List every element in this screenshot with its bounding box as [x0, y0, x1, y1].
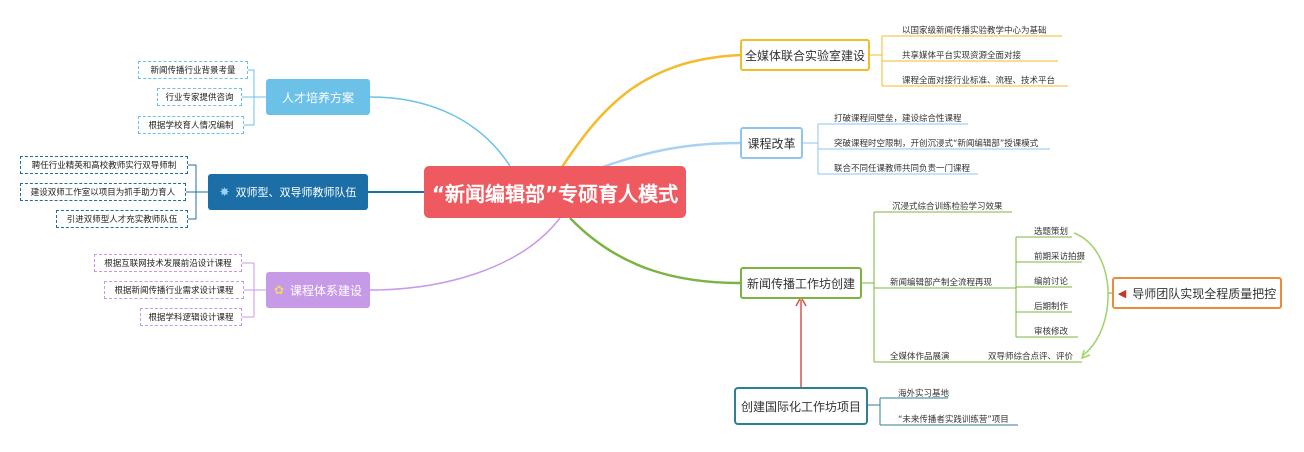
leaf-reform-3[interactable]: 联合不同任课教师共同负责一门课程: [834, 164, 971, 174]
leaf-reform-1[interactable]: 打破课程间壁垒，建设综合性课程: [834, 114, 962, 124]
branch-line-curriculum: [369, 217, 561, 291]
leaf-talent-3[interactable]: 根据学校育人情况编制: [138, 116, 244, 134]
leaf-workshop-3[interactable]: 全媒体作品展演: [890, 352, 950, 362]
leaf-curriculum-3[interactable]: 根据学科逻辑设计课程: [140, 308, 242, 326]
workflow-step-4[interactable]: 后期制作: [1034, 302, 1069, 312]
leaf-lab-3[interactable]: 课程全面对接行业标准、流程、技术平台: [902, 76, 1056, 86]
workflow-step-2[interactable]: 前期采访拍摄: [1034, 252, 1086, 262]
leaf-workshop-2[interactable]: 新闻编辑部产制全流程再现: [890, 278, 993, 288]
topic-course-reform[interactable]: 课程改革: [740, 127, 803, 159]
branch-line-talent-plan: [369, 96, 511, 167]
leaf-dual-2[interactable]: 建设双师工作室以项目为抓手助力育人: [20, 183, 186, 201]
topic-talent-plan[interactable]: 人才培养方案: [266, 79, 370, 115]
leaf-review[interactable]: 双导师综合点评、评价: [988, 352, 1074, 362]
leaf-talent-2[interactable]: 行业专家提供咨询: [157, 88, 242, 106]
topic-international-workshop[interactable]: 创建国际化工作坊项目: [734, 387, 868, 425]
sparkle-icon: ✸: [219, 185, 230, 199]
leaf-intl-1[interactable]: 海外实习基地: [898, 389, 950, 399]
leaf-dual-1[interactable]: 聘任行业精英和高校教师实行双导师制: [20, 156, 188, 174]
workflow-step-1[interactable]: 选题策划: [1034, 227, 1069, 237]
arrow-left-icon: ◀: [1117, 286, 1127, 300]
summary-bracket: [1073, 232, 1109, 357]
branch-line-course-reform: [599, 141, 741, 170]
leaf-talent-1[interactable]: 新闻传播行业背景考量: [138, 61, 248, 79]
leaf-curriculum-1[interactable]: 根据互联网技术发展前沿设计课程: [94, 254, 242, 272]
leaf-intl-2[interactable]: “未来传播者实践训练营”项目: [898, 415, 1009, 425]
leaf-workshop-1[interactable]: 沉浸式综合训练检验学习效果: [892, 202, 1003, 212]
leaf-dual-3[interactable]: 引进双师型人才充实教师队伍: [56, 210, 188, 228]
topic-quality-control[interactable]: ◀ 导师团队实现全程质量把控: [1112, 277, 1282, 309]
central-topic[interactable]: “新闻编辑部”专硕育人模式: [424, 166, 686, 218]
topic-news-workshop[interactable]: 新闻传播工作坊创建: [740, 267, 862, 299]
leaf-lab-1[interactable]: 以国家级新闻传播实验教学中心为基础: [902, 26, 1047, 36]
topic-curriculum-system[interactable]: ✿ 课程体系建设: [266, 272, 370, 308]
workflow-step-3[interactable]: 编前讨论: [1034, 277, 1069, 287]
workflow-step-5[interactable]: 审核修改: [1034, 327, 1069, 337]
puzzle-icon: ✿: [273, 283, 285, 297]
topic-omnimedia-lab[interactable]: 全媒体联合实验室建设: [740, 39, 870, 71]
branch-line-workshop: [569, 217, 741, 285]
topic-dual-teacher[interactable]: ✸ 双师型、双导师教师队伍: [208, 174, 368, 210]
branch-line-lab: [558, 53, 741, 171]
leaf-curriculum-2[interactable]: 根据新闻传播行业需求设计课程: [104, 281, 244, 299]
central-topic-label: “新闻编辑部”专硕育人模式: [431, 181, 679, 206]
leaf-lab-2[interactable]: 共享媒体平台实现资源全面对接: [902, 51, 1022, 61]
leaf-reform-2[interactable]: 突破课程时空限制，开创沉浸式“新闻编辑部”授课模式: [834, 139, 1039, 149]
